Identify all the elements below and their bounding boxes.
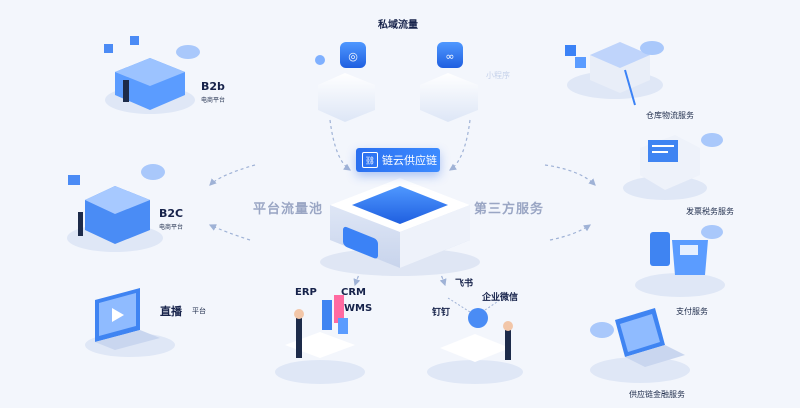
invoice-illustration xyxy=(623,133,723,200)
crm-label: CRM xyxy=(341,287,366,298)
svg-text:◎: ◎ xyxy=(348,50,358,63)
miniapp-label: 小程序 xyxy=(486,71,510,80)
wms-label: WMS xyxy=(344,303,373,314)
livestream-title: 直播 xyxy=(160,305,182,318)
livestream-subtitle: 平台 xyxy=(192,307,206,315)
wecom-label: 企业微信 xyxy=(482,293,519,303)
erp-label: ERP xyxy=(295,287,317,298)
enterprise-systems-illustration xyxy=(275,295,365,384)
svg-text:∞: ∞ xyxy=(445,50,454,63)
b2b-illustration xyxy=(104,36,200,114)
center-platform-label: 链云供应链 xyxy=(382,154,437,167)
center-platform-tag: ⛓ 链云供应链 xyxy=(356,148,440,172)
b2c-illustration xyxy=(67,164,165,252)
feishu-label: 飞书 xyxy=(455,279,474,289)
third-party-services-label: 第三方服务 xyxy=(474,202,545,217)
supply-chain-finance-label: 供应链金融服务 xyxy=(629,390,685,399)
livestream-illustration xyxy=(85,288,175,357)
miniapp-tile: ∞ xyxy=(420,42,478,122)
collaboration-illustration xyxy=(427,297,523,384)
private-traffic-title: 私域流量 xyxy=(378,20,418,31)
dingtalk-label: 钉钉 xyxy=(432,308,451,318)
payment-illustration xyxy=(635,225,725,297)
wechat-tile: ◎ xyxy=(315,42,375,122)
link-icon: ⛓ xyxy=(362,152,378,168)
warehouse-illustration xyxy=(565,41,664,106)
b2c-subtitle: 电商平台 xyxy=(159,224,184,231)
finance-illustration xyxy=(590,308,690,383)
payment-label: 支付服务 xyxy=(676,307,708,316)
warehouse-logistics-label: 仓库物流服务 xyxy=(646,111,694,120)
center-platform xyxy=(320,178,480,276)
b2b-subtitle: 电商平台 xyxy=(201,97,226,104)
b2c-title: B2C xyxy=(159,207,184,220)
platform-traffic-pool-label: 平台流量池 xyxy=(253,202,324,217)
invoice-tax-label: 发票税务服务 xyxy=(686,207,734,216)
b2b-title: B2b xyxy=(201,80,225,93)
